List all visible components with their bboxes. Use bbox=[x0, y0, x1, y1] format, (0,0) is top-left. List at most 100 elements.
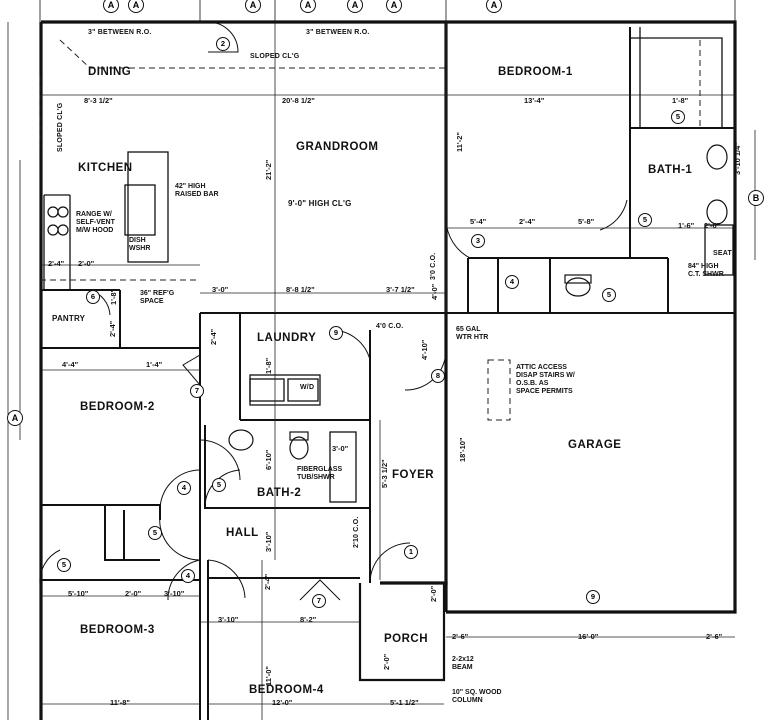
dim-3-10-right: 3'-10 1/4" bbox=[733, 142, 742, 175]
dim-2-0-kitchen: 2'-0" bbox=[78, 259, 95, 268]
room-garage: GARAGE bbox=[568, 439, 622, 451]
dim-2-4-laundry: 2'-4" bbox=[209, 328, 218, 345]
dim-5-8: 5'-8" bbox=[578, 217, 595, 226]
dim-1-8-pantry: 1'-8" bbox=[109, 288, 118, 305]
dim-3-10-b4: 3'-10" bbox=[218, 615, 239, 624]
dim-11-0: 11'-0" bbox=[264, 666, 273, 686]
grid-marker-left: A bbox=[7, 410, 23, 426]
note-ct-shower: 84" HIGH C.T. SHWR bbox=[688, 263, 724, 279]
interior-walls bbox=[41, 27, 735, 720]
note-attic-access: ATTIC ACCESS DISAP STAIRS W/ O.S.B. AS S… bbox=[516, 364, 575, 396]
grid-marker-top-6: A bbox=[386, 0, 402, 13]
note-wd: W/D bbox=[300, 384, 315, 391]
room-bath-2: BATH-2 bbox=[257, 487, 302, 499]
room-hall: HALL bbox=[226, 527, 259, 539]
room-porch: PORCH bbox=[384, 633, 429, 645]
dim-21-2: 21'-2" bbox=[264, 159, 273, 180]
dim-2-4-pantry: 2'-4" bbox=[108, 320, 117, 337]
dim-4-0: 4'-0" bbox=[430, 283, 439, 300]
note-co-4-0: 4'0 C.O. bbox=[376, 323, 404, 330]
note-sloped-clg-vertical: SLOPED CL'G bbox=[57, 102, 64, 152]
door-tag-3: 3 bbox=[471, 234, 485, 248]
dim-5-3: 5'-3 1/2" bbox=[380, 459, 389, 488]
room-grandroom: GRANDROOM bbox=[296, 141, 379, 153]
note-co-3-0: 3'0 C.O. bbox=[430, 252, 437, 280]
dim-12-0: 12'-0" bbox=[272, 698, 293, 707]
dim-1-4: 1'-4" bbox=[146, 360, 163, 369]
room-dining: DINING bbox=[88, 66, 132, 78]
door-tag-4-hall-b: 4 bbox=[181, 569, 195, 583]
dim-4-10: 4'-10" bbox=[420, 339, 429, 360]
dim-11-2: 11'-2" bbox=[455, 132, 464, 152]
dim-1-8-laundry: 1'-8" bbox=[264, 357, 273, 374]
dim-6-10: 6'-10" bbox=[264, 449, 273, 470]
grid-marker-right: B bbox=[748, 190, 764, 206]
dim-8-3: 8'-3 1/2" bbox=[84, 96, 113, 105]
note-fiberglass-tub: FIBERGLASS TUB/SHWR bbox=[297, 466, 343, 482]
dim-3-0-refrig: 3'-0" bbox=[212, 285, 229, 294]
dim-2-0-garage: 2'-0" bbox=[429, 585, 438, 602]
dim-2-4-kitchen: 2'-4" bbox=[48, 259, 65, 268]
door-tag-5-bed1: 5 bbox=[671, 110, 685, 124]
dim-1-6: 1'-6" bbox=[678, 221, 695, 230]
dim-20-8: 20'-8 1/2" bbox=[282, 96, 315, 105]
note-co-2-10: 2'10 C.O. bbox=[353, 516, 360, 548]
door-tag-5-bed3: 5 bbox=[57, 558, 71, 572]
room-bath-1: BATH-1 bbox=[648, 164, 693, 176]
door-tag-5-bath2: 5 bbox=[212, 478, 226, 492]
dim-8-8: 8'-8 1/2" bbox=[286, 285, 315, 294]
dim-2-0-porch: 2'-0" bbox=[382, 653, 391, 670]
counters bbox=[43, 27, 734, 503]
note-column: 10" SQ. WOOD COLUMN bbox=[452, 689, 502, 705]
note-refrig: 36" REF'G SPACE bbox=[140, 290, 175, 306]
room-kitchen: KITCHEN bbox=[78, 162, 133, 174]
dashed-lines bbox=[39, 39, 701, 421]
note-raised-bar: 42" HIGH RAISED BAR bbox=[175, 183, 219, 199]
note-seat: SEAT bbox=[713, 250, 732, 257]
note-wtr-htr: 65 GAL WTR HTR bbox=[456, 326, 489, 342]
note-sloped-clg: SLOPED CL'G bbox=[250, 53, 300, 60]
grid-marker-top-1: A bbox=[103, 0, 119, 13]
dim-2-4-closet: 2'-4" bbox=[263, 573, 272, 590]
dim-2-4-b1: 2'-4" bbox=[519, 217, 536, 226]
note-between-ro-right: 3" BETWEEN R.O. bbox=[306, 29, 370, 36]
door-tag-9-laundry: 9 bbox=[329, 326, 343, 340]
note-high-clg: 9'-0" HIGH CL'G bbox=[288, 199, 352, 208]
room-bedroom-3: BEDROOM-3 bbox=[80, 624, 155, 636]
dim-5-10: 5'-10" bbox=[68, 589, 89, 598]
note-range: RANGE W/ SELF-VENT M/W HOOD bbox=[76, 211, 115, 235]
dim-3-10-b3: 3'-10" bbox=[164, 589, 185, 598]
dim-11-8: 11'-8" bbox=[110, 698, 130, 707]
door-tag-7-closet: 7 bbox=[312, 594, 326, 608]
grid-marker-top-4: A bbox=[300, 0, 316, 13]
door-tag-4-bath: 4 bbox=[505, 275, 519, 289]
note-between-ro-left: 3" BETWEEN R.O. bbox=[88, 29, 152, 36]
grid-marker-top-5: A bbox=[347, 0, 363, 13]
dim-4-4: 4'-4" bbox=[62, 360, 79, 369]
door-tag-7-bed2: 7 bbox=[190, 384, 204, 398]
dim-2-6-garage-left: 2'-6" bbox=[452, 632, 469, 641]
door-tag-1: 1 bbox=[404, 545, 418, 559]
door-tag-6: 6 bbox=[86, 290, 100, 304]
dim-3-7: 3'-7 1/2" bbox=[386, 285, 415, 294]
room-foyer: FOYER bbox=[392, 469, 435, 481]
note-beam: 2-2x12 BEAM bbox=[452, 656, 474, 672]
dim-18-10: 18'-10" bbox=[458, 437, 467, 462]
dim-8-2: 8'-2" bbox=[300, 615, 317, 624]
dim-2-6-bath: 2'-6" bbox=[704, 221, 721, 230]
room-bedroom-4: BEDROOM-4 bbox=[249, 684, 324, 696]
note-dishwasher: DISH WSHR bbox=[129, 237, 151, 253]
room-bedroom-1: BEDROOM-1 bbox=[498, 66, 573, 78]
door-tag-8: 8 bbox=[431, 369, 445, 383]
room-laundry: LAUNDRY bbox=[257, 332, 317, 344]
grid-marker-top-3: A bbox=[245, 0, 261, 13]
dim-1-8-top: 1'-8" bbox=[672, 96, 689, 105]
dim-13-4: 13'-4" bbox=[524, 96, 545, 105]
door-tag-5-hall: 5 bbox=[148, 526, 162, 540]
dim-16-0: 16'-0" bbox=[578, 632, 599, 641]
dim-2-0-hall: 2'-0" bbox=[125, 589, 142, 598]
room-pantry: PANTRY bbox=[52, 314, 86, 323]
dimension-lines bbox=[7, 22, 756, 720]
door-tag-9-garage: 9 bbox=[586, 590, 600, 604]
